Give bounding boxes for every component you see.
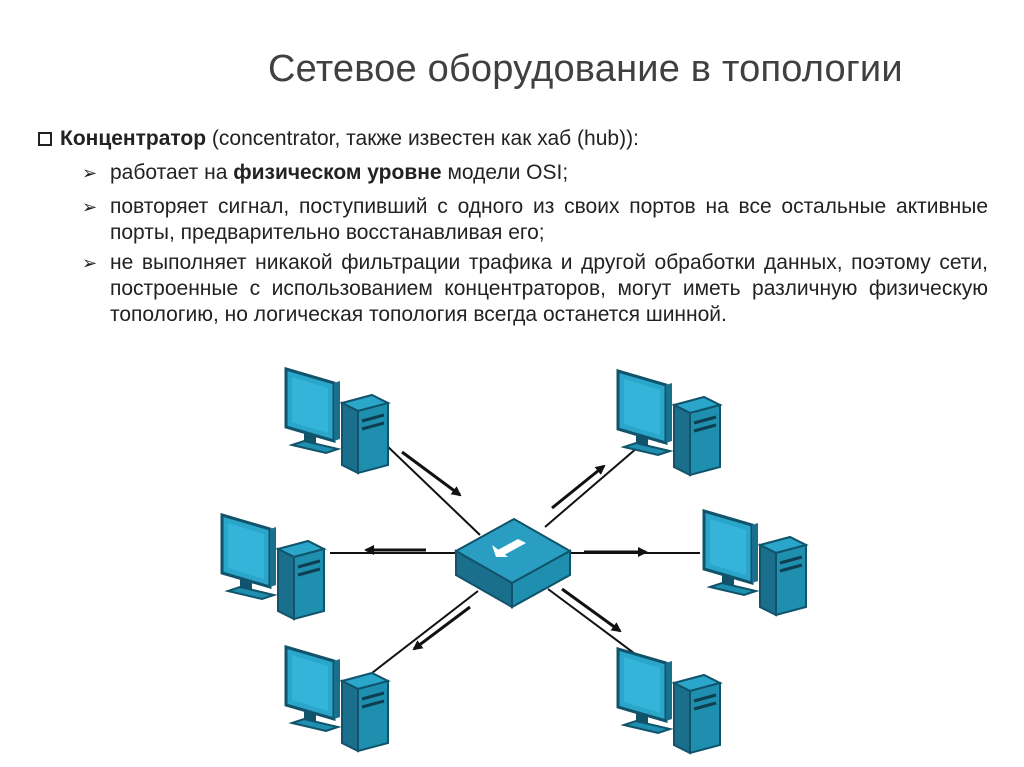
checkbox-bullet-icon: [38, 132, 52, 146]
hub-topology-diagram: [220, 367, 808, 755]
signal-arrows: [364, 450, 648, 651]
computer-mid-right-icon: [702, 509, 808, 617]
sub-bullet-2: повторяет сигнал, поступивший с одного и…: [110, 195, 988, 244]
slide-title: Сетевое оборудование в топологии: [268, 48, 903, 90]
bullet-concentrator: Концентратор (concentrator, также извест…: [60, 126, 1010, 152]
hub-icon: [453, 517, 573, 609]
sub-bullet-1-post: модели OSI;: [441, 161, 569, 184]
sub-bullet-1: работает на физическом уровне модели OSI…: [110, 160, 988, 186]
computer-bottom-left-icon: [284, 645, 390, 753]
arrow-to-hub-icon: [401, 450, 462, 497]
computer-top-right-icon: [616, 369, 722, 477]
sub-bullet-3: не выполняет никакой фильтрации трафика …: [110, 251, 988, 326]
sub-bullet-1-bold: физическом уровне: [233, 161, 442, 184]
link-bottom-left: [371, 590, 479, 674]
sub-bullet-1-pre: работает на: [110, 161, 234, 184]
computer-bottom-right-icon: [616, 647, 722, 755]
arrow-to-bottom-left-icon: [412, 605, 471, 651]
arrow-to-top-right-icon: [551, 464, 606, 510]
computer-top-left-icon: [284, 367, 390, 475]
bullet-term: Концентратор: [60, 127, 207, 150]
arrow-bullet-icon: ➢: [82, 197, 98, 217]
arrow-to-bottom-right-icon: [561, 587, 622, 633]
computer-mid-left-icon: [220, 513, 326, 621]
arrow-bullet-icon: ➢: [82, 163, 98, 183]
arrow-bullet-icon: ➢: [82, 253, 98, 273]
bullet-term-rest: (concentrator, также известен как хаб (h…: [206, 127, 639, 150]
